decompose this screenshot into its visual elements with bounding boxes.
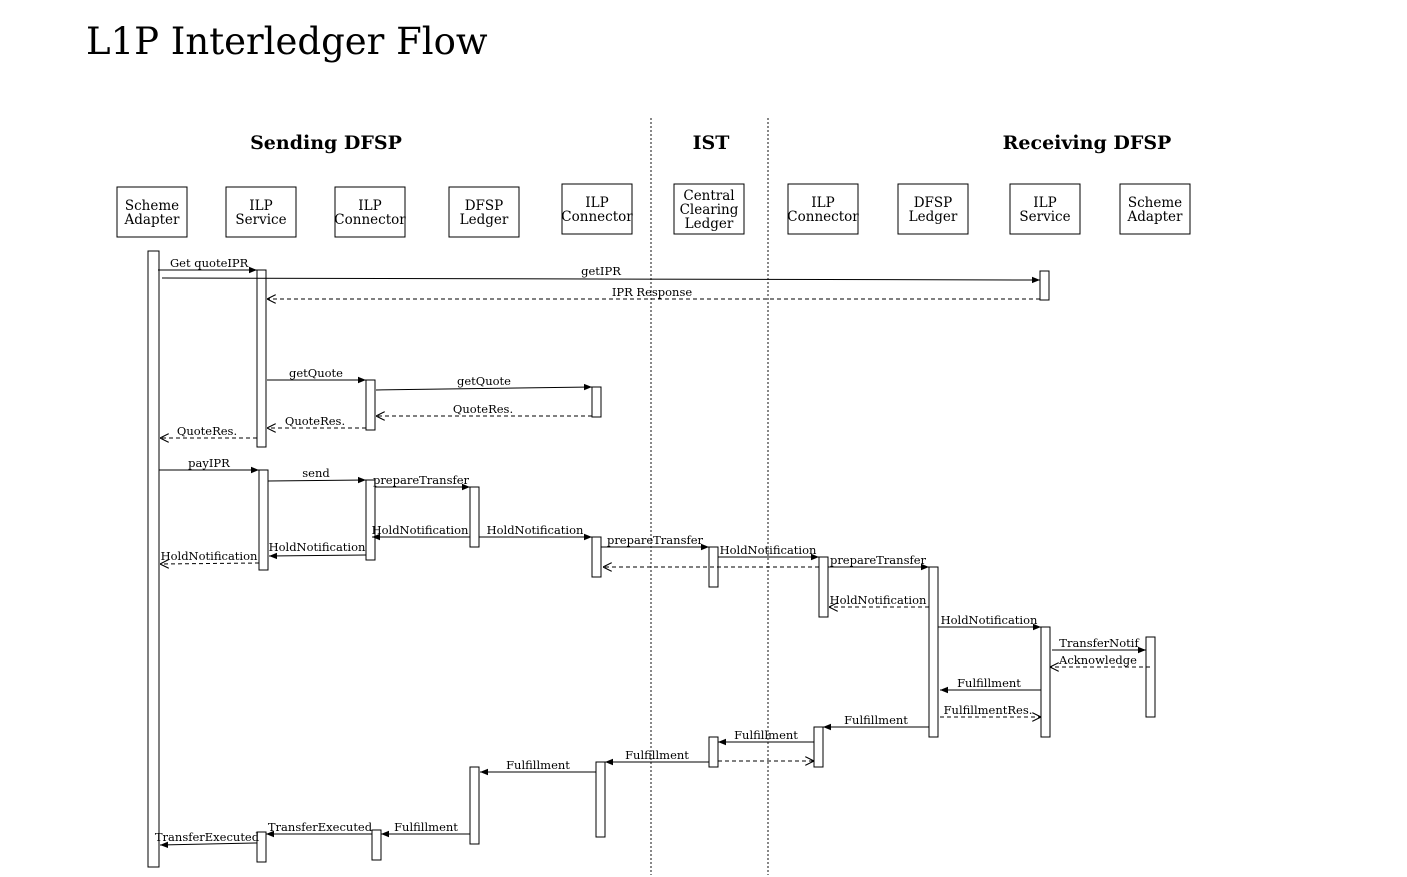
activation-bar <box>591 386 602 418</box>
message-label: Acknowledge <box>1058 653 1137 667</box>
participant-label-ccl-0: Central <box>683 188 734 204</box>
message-arrow <box>159 841 258 849</box>
activation-bar <box>1039 270 1050 301</box>
message-label: Fulfillment <box>625 748 689 762</box>
participant-label-ilpc1-1: Connector <box>334 212 406 228</box>
message-label: TransferNotif <box>1059 636 1139 650</box>
participant-label-sa1-0: Scheme <box>125 198 179 214</box>
participant-box-sa2 <box>1119 183 1191 235</box>
participant-label-dl2-1: Ledger <box>909 209 958 225</box>
message-label: getQuote <box>289 366 343 380</box>
section-ist: IST <box>693 132 730 154</box>
activation-bar <box>595 761 606 838</box>
participant-label-ilpc2-0: ILP <box>585 195 608 211</box>
message-label: HoldNotification <box>941 613 1038 627</box>
activation-bar <box>365 379 376 431</box>
participant-label-sa2-1: Adapter <box>1127 209 1183 225</box>
message-label: prepareTransfer <box>830 553 927 567</box>
participant-label-ilps1-0: ILP <box>249 198 272 214</box>
message-label: Fulfillment <box>734 728 798 742</box>
activation-bar <box>371 829 382 861</box>
message-label: Get quoteIPR <box>170 256 249 270</box>
page-title: L1P Interledger Flow <box>86 20 488 63</box>
participant-label-ccl-1: Clearing <box>680 202 739 218</box>
participant-box-ilpc2 <box>561 183 633 235</box>
activation-bar <box>591 536 602 578</box>
participant-label-ilpc2-1: Connector <box>561 209 633 225</box>
participant-box-dl2 <box>897 183 969 235</box>
message-arrow <box>267 476 367 484</box>
participant-label-ilpc1-0: ILP <box>358 198 381 214</box>
message-arrow <box>268 552 367 560</box>
activation-bar <box>256 831 267 863</box>
activation-bar <box>1145 636 1156 718</box>
response-arrow <box>160 563 260 564</box>
participant-label-dl1-1: Ledger <box>460 212 509 228</box>
message-label: getIPR <box>581 264 621 278</box>
activation-bar <box>469 766 480 845</box>
participant-label-ilpc3-1: Connector <box>787 209 859 225</box>
messages: Get quoteIPR getIPR IPR Response getQuote ge… <box>155 256 1150 849</box>
participant-label-ilps2-1: Service <box>1019 209 1070 225</box>
message-label: HoldNotification <box>161 549 258 563</box>
participant-box-ilpc1 <box>334 186 406 238</box>
message-label: Fulfillment <box>506 758 570 772</box>
message-label: QuoteRes. <box>285 414 345 428</box>
message-label: send <box>302 466 330 480</box>
activation-bar <box>256 269 267 448</box>
participant-label-ccl-2: Ledger <box>685 216 734 232</box>
activation-bar <box>147 250 160 868</box>
participant-box-ilps1 <box>225 186 297 238</box>
activation-bar <box>258 469 269 571</box>
message-label: Fulfillment <box>394 820 458 834</box>
message-label: HoldNotification <box>830 593 927 607</box>
message-label: prepareTransfer <box>373 473 470 487</box>
message-label: FulfillmentRes. <box>944 703 1033 717</box>
participant-box-sa1 <box>116 186 188 238</box>
participant-label-ilps2-0: ILP <box>1033 195 1056 211</box>
participant-label-sa1-1: Adapter <box>124 212 180 228</box>
activation-bar <box>365 479 376 561</box>
message-label: prepareTransfer <box>607 533 704 547</box>
activation-bar <box>469 486 480 548</box>
section-receiving-dfsp: Receiving DFSP <box>1003 132 1172 154</box>
participants: SchemeAdapterILPServiceILPConnectorDFSPL… <box>116 183 1191 238</box>
message-label: HoldNotification <box>720 543 817 557</box>
message-label: payIPR <box>188 456 230 470</box>
participant-label-ilps1-1: Service <box>235 212 286 228</box>
participant-box-ilpc3 <box>787 183 859 235</box>
message-label: QuoteRes. <box>453 402 513 416</box>
message-label: HoldNotification <box>487 523 584 537</box>
message-label: Fulfillment <box>957 676 1021 690</box>
participant-label-dl2-0: DFSP <box>914 195 953 211</box>
message-label: HoldNotification <box>372 523 469 537</box>
activation-bar <box>1040 626 1051 738</box>
activation-bar <box>708 736 719 768</box>
participant-label-dl1-0: DFSP <box>465 198 504 214</box>
activation-bar <box>813 726 824 768</box>
message-label: QuoteRes. <box>177 424 237 438</box>
message-label: TransferExecuted <box>268 820 373 834</box>
message-label: IPR Response <box>612 285 693 299</box>
participant-box-ccl <box>673 183 745 235</box>
message-label: Fulfillment <box>844 713 908 727</box>
participant-label-ilpc3-0: ILP <box>811 195 834 211</box>
message-label: HoldNotification <box>269 540 366 554</box>
message-arrow <box>375 383 593 391</box>
participant-box-dl1 <box>448 186 520 238</box>
activation-bar <box>818 556 829 618</box>
participant-label-sa2-0: Scheme <box>1128 195 1182 211</box>
message-label: getQuote <box>457 374 511 388</box>
participant-box-ilps2 <box>1009 183 1081 235</box>
message-label: TransferExecuted <box>155 830 260 844</box>
message-arrow <box>161 276 1041 284</box>
activation-bar <box>928 566 939 738</box>
section-sending-dfsp: Sending DFSP <box>250 132 402 154</box>
